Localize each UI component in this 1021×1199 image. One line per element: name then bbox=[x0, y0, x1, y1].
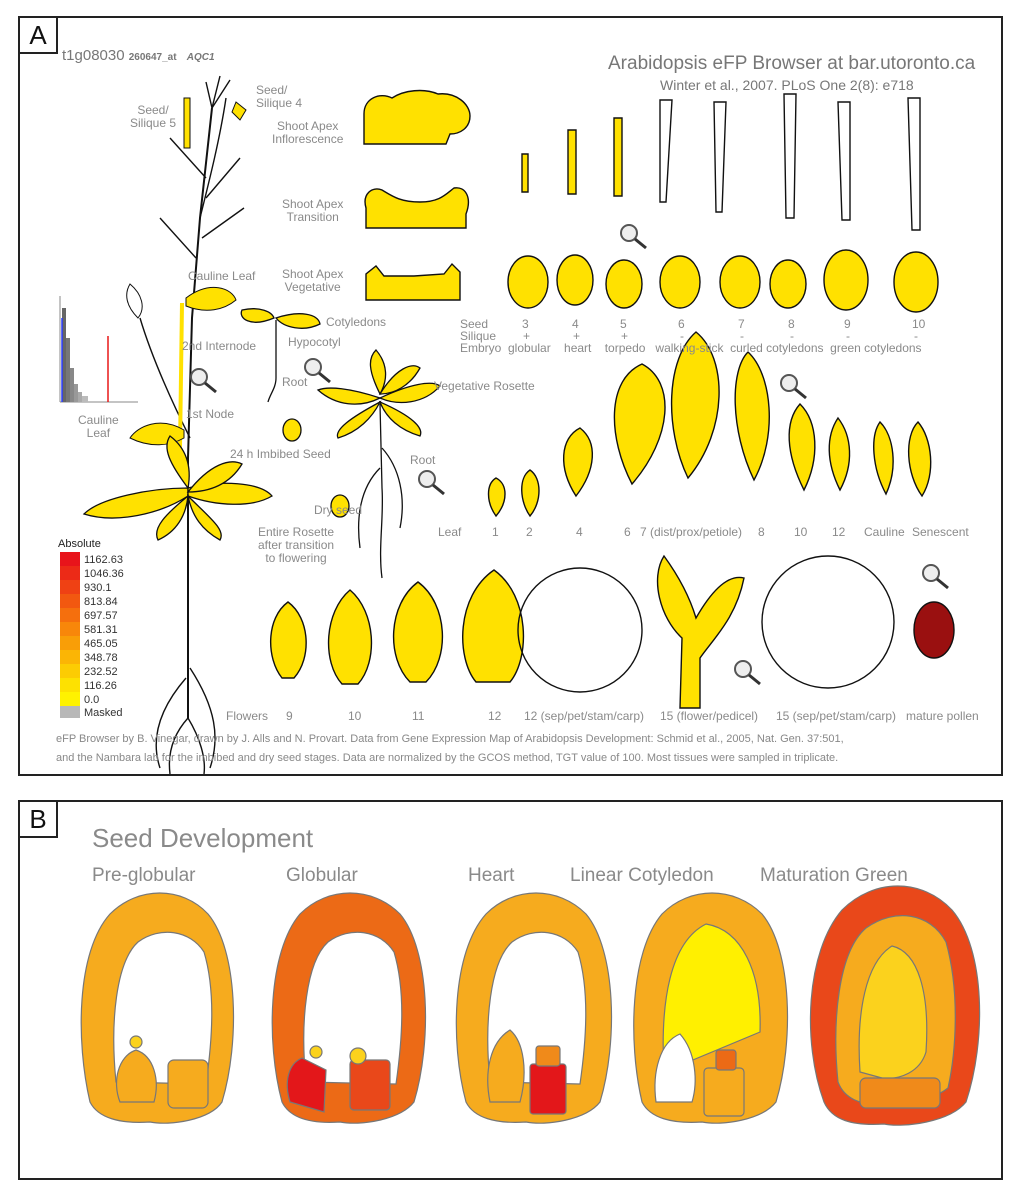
expression-histogram bbox=[60, 296, 138, 402]
label-apex-inflorescence: Shoot Apex Inflorescence bbox=[272, 120, 343, 146]
magnifier-icon[interactable] bbox=[416, 468, 446, 498]
panel-a: A t1g08030 260647_at AQC1 Arabidopsis eF… bbox=[18, 16, 1003, 776]
legend-value: 813.84 bbox=[84, 596, 118, 608]
legend-title: Absolute bbox=[58, 538, 101, 550]
flower-row bbox=[271, 556, 954, 708]
embryo-stages: globular heart torpedo walking-stick cur… bbox=[508, 342, 922, 355]
legend-value: 232.52 bbox=[84, 666, 118, 678]
seed-row bbox=[508, 250, 938, 312]
flower-stage: 15 (sep/pet/stam/carp) bbox=[776, 710, 896, 723]
label-cauline-leaf: Cauline Leaf bbox=[188, 270, 255, 283]
flower-stage: 15 (flower/pedicel) bbox=[660, 710, 758, 723]
silique-row bbox=[522, 94, 920, 230]
flower-stage: 9 bbox=[286, 710, 293, 723]
credits-footer: eFP Browser by B. Vinegar, drawn by J. A… bbox=[56, 730, 844, 767]
flower-row-label: Flowers bbox=[226, 710, 268, 723]
label-imbibed-seed: 24 h Imbibed Seed bbox=[230, 448, 331, 461]
magnifier-icon[interactable] bbox=[618, 222, 648, 252]
seed-pre-globular bbox=[81, 893, 233, 1123]
leaf-number: 7 (dist/prox/petiole) bbox=[640, 526, 742, 539]
silique-5 bbox=[184, 98, 190, 148]
leaf-number: 2 bbox=[526, 526, 533, 539]
leaf-number: 4 bbox=[576, 526, 583, 539]
inflorescence-branch-leaf bbox=[127, 284, 142, 318]
silique-4 bbox=[232, 102, 246, 120]
label-cauline-leaf-hist: Cauline Leaf bbox=[78, 414, 119, 440]
label-vegetative-rosette: Vegetative Rosette bbox=[434, 380, 535, 393]
magnifier-icon[interactable] bbox=[732, 658, 762, 688]
flower-stage: 12 (sep/pet/stam/carp) bbox=[524, 710, 644, 723]
legend-value: 0.0 bbox=[84, 694, 99, 706]
label-seed-silique-4: Seed/ Silique 4 bbox=[256, 84, 302, 110]
leaf-number: Cauline bbox=[864, 526, 905, 539]
label-2nd-internode: 2nd Internode bbox=[182, 340, 256, 353]
legend-masked: Masked bbox=[84, 707, 123, 719]
leaf-row-label: Leaf bbox=[438, 526, 461, 539]
seed-heart bbox=[456, 893, 611, 1123]
seed-development-drawing bbox=[20, 802, 1005, 1182]
label-entire-rosette: Entire Rosette after transition to flowe… bbox=[258, 526, 334, 566]
leaf-number: 10 bbox=[794, 526, 807, 539]
legend-value: 116.26 bbox=[84, 680, 117, 692]
embryo-header: Embryo bbox=[460, 342, 501, 355]
legend-value: 1162.63 bbox=[84, 554, 123, 566]
magnifier-icon[interactable] bbox=[188, 366, 218, 396]
leaf-row bbox=[489, 332, 931, 516]
flower-stage: 11 bbox=[412, 710, 424, 723]
label-dry-seed: Dry seed bbox=[314, 504, 362, 517]
legend-value: 697.57 bbox=[84, 610, 118, 622]
magnifier-icon[interactable] bbox=[920, 562, 950, 592]
leaf-number: 6 bbox=[624, 526, 631, 539]
inflorescence-stem-highlight bbox=[180, 303, 182, 448]
shoot-apex-shapes bbox=[364, 91, 470, 300]
seed-maturation-green bbox=[810, 886, 979, 1125]
label-apex-vegetative: Shoot Apex Vegetative bbox=[282, 268, 343, 294]
legend-value: 581.31 bbox=[84, 624, 118, 636]
label-root-seedling: Root bbox=[282, 376, 307, 389]
flower-stage: 12 bbox=[488, 710, 501, 723]
label-seed-silique-5: Seed/ Silique 5 bbox=[130, 104, 176, 130]
legend-value: 930.1 bbox=[84, 582, 112, 594]
efp-drawing bbox=[20, 18, 1005, 778]
leaf-number: 1 bbox=[492, 526, 499, 539]
legend-value: 348.78 bbox=[84, 652, 118, 664]
flower-stage: 10 bbox=[348, 710, 361, 723]
flower-stage: mature pollen bbox=[906, 710, 979, 723]
legend-value: 465.05 bbox=[84, 638, 118, 650]
label-hypocotyl: Hypocotyl bbox=[288, 336, 341, 349]
panel-b: B Seed Development Pre-globular Globular… bbox=[18, 800, 1003, 1180]
legend-swatches bbox=[60, 552, 80, 718]
seed-globular bbox=[272, 893, 425, 1123]
legend-value: 1046.36 bbox=[84, 568, 124, 580]
label-1st-node: 1st Node bbox=[186, 408, 234, 421]
seed-linear-cotyledon bbox=[634, 893, 788, 1123]
label-root-rosette: Root bbox=[410, 454, 435, 467]
label-cotyledons: Cotyledons bbox=[326, 316, 386, 329]
leaf-number: 12 bbox=[832, 526, 845, 539]
leaf-number: Senescent bbox=[912, 526, 969, 539]
magnifier-icon[interactable] bbox=[778, 372, 808, 402]
leaf-number: 8 bbox=[758, 526, 765, 539]
label-apex-transition: Shoot Apex Transition bbox=[282, 198, 343, 224]
